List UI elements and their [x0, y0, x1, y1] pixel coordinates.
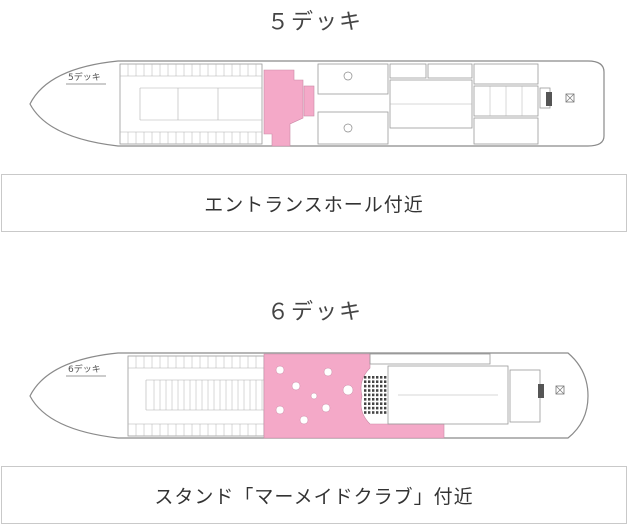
deck-5-hull-label: 5デッキ: [68, 71, 101, 83]
deck-5-caption: エントランスホール付近: [1, 174, 627, 232]
deck-5-title: ５デッキ: [266, 10, 363, 35]
deck-6-highlight-mermaid-club: [263, 353, 445, 439]
deck-6-plan: 6デッキ: [29, 352, 589, 439]
deck-6-hull-label: 6デッキ: [68, 363, 101, 375]
deck-6-caption: スタンド「マーメイドクラブ」付近: [1, 466, 627, 524]
deck-5-highlight-entrance-hall: [263, 69, 304, 147]
deck-6-title: ６デッキ: [266, 300, 363, 325]
deck-5-plan: 5デッキ: [29, 60, 605, 147]
deck-5-hull: [29, 60, 605, 147]
